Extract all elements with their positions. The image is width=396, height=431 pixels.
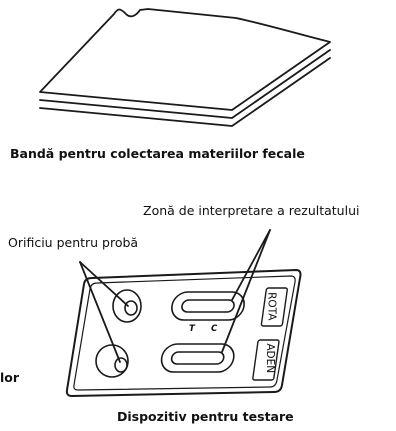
rota-label-box — [260, 287, 288, 327]
pointer-lines — [79, 229, 271, 363]
collection-strip-caption: Bandă pentru colectarea materiilor fecal… — [10, 146, 305, 161]
pointer-hole-bottom — [79, 261, 121, 363]
rota-label: ROTA — [265, 292, 278, 321]
strip-sheet-bottom — [39, 57, 331, 127]
pointer-hole-top — [79, 261, 129, 307]
pointer-result-bottom — [221, 229, 271, 353]
aden-label-box — [252, 339, 280, 381]
result-window-bottom — [160, 343, 235, 373]
strip-sheet-top — [39, 8, 331, 111]
result-zone-label: Zonă de interpretare a rezultatului — [143, 203, 360, 218]
sample-hole-top — [112, 289, 142, 323]
c-mark: C — [211, 324, 218, 334]
pointer-result-top — [231, 229, 271, 301]
test-device-caption: Dispozitiv pentru testare — [117, 409, 294, 424]
aden-label: ADEN — [264, 343, 277, 374]
sample-hole-bottom — [95, 344, 129, 378]
test-device-illustration — [65, 269, 302, 397]
t-mark: T — [189, 324, 195, 334]
device-outer-body — [65, 269, 302, 397]
result-window-top — [171, 291, 245, 321]
strip-sheet-middle — [39, 49, 331, 119]
sample-hole-label: Orificiu pentru probă — [8, 235, 139, 250]
collection-strip-illustration — [39, 8, 331, 127]
left-edge-fragment: lor — [0, 370, 20, 385]
